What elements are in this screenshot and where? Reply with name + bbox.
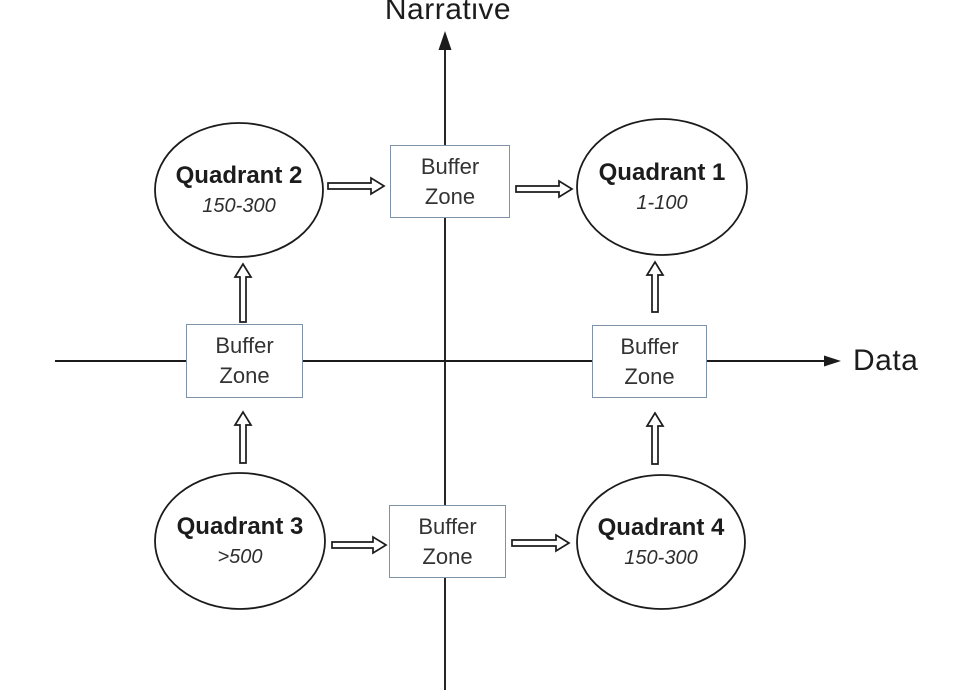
arrow-q2-to-top-buffer-icon (327, 176, 386, 196)
buffer-zone-right: Buffer Zone (592, 325, 707, 398)
quadrant-value: 1-100 (636, 192, 688, 214)
buffer-zone-left: Buffer Zone (186, 324, 303, 398)
quadrant-4-ellipse (576, 474, 746, 610)
buffer-zone-label-line1: Buffer (420, 153, 480, 179)
quadrant-title: Quadrant 1 (598, 159, 726, 186)
x-axis-label: Data (853, 344, 919, 377)
arrow-left-buffer-to-q2-icon (233, 262, 253, 323)
quadrant-1-ellipse (576, 118, 748, 256)
quadrant-1-label: Quadrant 1 1-100 (562, 160, 762, 215)
quadrant-value: >500 (217, 546, 263, 568)
quadrant-value: 150-300 (202, 195, 276, 217)
quadrant-title: Quadrant 4 (597, 514, 725, 541)
buffer-zone-label-line2: Zone (624, 363, 675, 389)
buffer-zone-bottom: Buffer Zone (389, 505, 506, 578)
quadrant-4-label: Quadrant 4 150-300 (561, 515, 761, 570)
x-axis-arrowhead-icon (824, 355, 841, 367)
y-axis-label: Narrative (384, 0, 512, 26)
arrow-top-buffer-to-q1-icon (515, 179, 574, 199)
arrow-bottom-buffer-to-q4-icon (511, 533, 571, 553)
quadrant-title: Quadrant 2 (175, 162, 303, 189)
arrow-right-buffer-to-q1-icon (645, 260, 665, 313)
quadrant-2-ellipse (154, 122, 324, 258)
arrow-q4-to-right-buffer-icon (645, 411, 665, 465)
arrow-q3-to-left-buffer-icon (233, 410, 253, 464)
quadrant-title: Quadrant 3 (176, 513, 304, 540)
buffer-zone-label-line1: Buffer (215, 333, 274, 358)
buffer-zone-label-line1: Buffer (620, 333, 679, 359)
quadrant-value: 150-300 (624, 547, 698, 569)
quadrant-3-ellipse (154, 472, 326, 610)
buffer-zone-label-line2: Zone (424, 183, 476, 209)
arrow-q3-to-bottom-buffer-icon (331, 535, 388, 555)
buffer-zone-label-line2: Zone (219, 363, 270, 388)
y-axis-arrowhead-icon (438, 31, 452, 50)
buffer-zone-label-line1: Buffer (418, 513, 477, 539)
buffer-zone-top: Buffer Zone (390, 145, 510, 218)
quadrant-3-label: Quadrant 3 >500 (140, 514, 340, 569)
quadrant-2-label: Quadrant 2 150-300 (139, 163, 339, 218)
buffer-zone-label-line2: Zone (422, 543, 473, 569)
